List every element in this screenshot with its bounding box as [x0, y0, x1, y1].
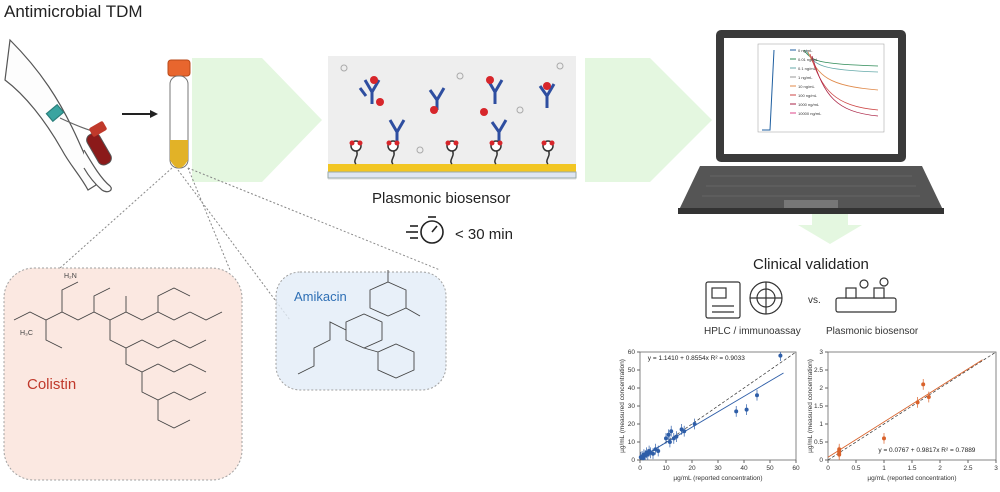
amikacin-panel: [275, 271, 447, 391]
laptop-legend-label: 10000 ng/mL: [798, 111, 822, 116]
x-tick-label: 40: [740, 465, 748, 472]
data-point: [837, 452, 842, 457]
x-tick-label: 20: [688, 465, 696, 472]
time-label: < 30 min: [455, 226, 513, 243]
data-point: [921, 382, 926, 387]
laptop-icon: [678, 30, 944, 214]
data-point: [755, 393, 759, 398]
data-point: [669, 429, 674, 434]
laptop-legend-label: 1 ng/mL: [798, 75, 813, 80]
data-point: [915, 400, 920, 405]
svg-text:H₃C: H₃C: [20, 330, 33, 337]
y-tick-label: 0: [631, 457, 635, 464]
laptop-legend-label: 0.1 ng/mL: [798, 66, 817, 71]
y-tick-label: 20: [628, 421, 636, 428]
y-tick-label: 2.5: [814, 367, 823, 374]
x-axis-label: µg/mL (reported concentration): [867, 475, 956, 482]
y-tick-label: 2: [819, 385, 823, 392]
laptop-legend-label: 10 ng/mL: [798, 84, 815, 89]
data-point: [778, 353, 783, 358]
regression-annotation: y = 0.0767 + 0.9817x R² = 0.7889: [878, 447, 975, 454]
small-particles: [340, 62, 564, 154]
colistin-structure: [13, 281, 223, 429]
x-tick-label: 0: [826, 465, 830, 472]
amikacin-label: Amikacin: [294, 289, 347, 304]
y-tick-label: 60: [628, 349, 636, 356]
data-point: [744, 407, 749, 412]
sample-tube-icon: [167, 59, 191, 169]
data-point: [674, 434, 679, 439]
plasmonic-biosensor-small-label: Plasmonic biosensor: [826, 326, 919, 337]
y-tick-label: 50: [628, 367, 636, 374]
laptop-legend-label: 0 ng/mL: [798, 48, 813, 53]
plasmonic-device-icon: [835, 277, 897, 313]
flow-arrow-2: [585, 58, 712, 182]
x-tick-label: 50: [766, 465, 774, 472]
hplc-instrument-icon: [705, 281, 741, 319]
chart-hplc-comparison: 0 10 20 30 40 50 60 0 10 20 30 40 50 60 y = 1.1410 + 0…: [619, 349, 800, 482]
laptop-legend-label: 0.01 ng/mL: [798, 57, 819, 62]
colistin-label: Colistin: [27, 376, 77, 393]
data-point: [667, 440, 672, 444]
chart-biosensor-comparison: 0 0.5 1 1.5 2 2.5 3 0 0.5 1 1.5 2 2.5 3 y = 0.0767 + 0…: [807, 349, 998, 482]
vs-label: vs.: [808, 295, 821, 306]
analyte-dots: [370, 76, 551, 116]
data-point: [651, 451, 655, 456]
y-tick-label: 1: [819, 421, 823, 428]
fit-line: [827, 359, 983, 458]
amikacin-structure: [297, 270, 421, 379]
svg-text:H₂N: H₂N: [64, 273, 77, 280]
x-tick-label: 2: [938, 465, 942, 472]
x-tick-label: 60: [792, 465, 800, 472]
y-axis-label: µg/mL (measured concentration): [619, 359, 626, 453]
x-tick-label: 1: [882, 465, 886, 472]
colistin-panel: [3, 267, 243, 481]
y-tick-label: 1.5: [814, 403, 823, 410]
y-tick-label: 30: [628, 403, 636, 410]
data-point: [664, 436, 668, 441]
flow-arrow-1: [192, 58, 322, 182]
y-tick-label: 40: [628, 385, 636, 392]
data-point: [926, 395, 931, 399]
page-title: Antimicrobial TDM: [4, 2, 143, 21]
x-tick-label: 0: [638, 465, 642, 472]
data-point: [656, 449, 661, 453]
identity-line: [827, 351, 997, 461]
y-tick-label: 3: [819, 349, 823, 356]
hplc-label: HPLC / immunoassay: [704, 326, 801, 337]
y-axis-label: µg/mL (measured concentration): [807, 359, 814, 453]
y-tick-label: 0.5: [814, 439, 823, 446]
x-tick-label: 30: [714, 465, 722, 472]
y-tick-label: 10: [628, 439, 636, 446]
x-tick-label: 10: [662, 465, 670, 472]
data-point: [682, 429, 687, 434]
arm-icon: [4, 38, 112, 193]
receptor-dots: [349, 140, 555, 146]
y-tick-label: 0: [819, 457, 823, 464]
fit-line: [639, 372, 784, 459]
biosensor-surface: [327, 56, 577, 180]
clinical-validation-title: Clinical validation: [753, 256, 869, 273]
x-tick-label: 1.5: [907, 465, 916, 472]
stopwatch-icon: [406, 216, 444, 244]
x-tick-label: 0.5: [851, 465, 860, 472]
blood-tube-small-icon: [86, 121, 112, 166]
biosensor-label: Plasmonic biosensor: [372, 190, 511, 207]
laptop-legend: 0 ng/mL 0.01 ng/mL 0.1 ng/mL 1 ng/mL 10 ng/m…: [790, 48, 822, 116]
regression-annotation: y = 1.1410 + 0.8554x R² = 0.9033: [648, 355, 745, 362]
x-axis-label: µg/mL (reported concentration): [673, 475, 762, 482]
laptop-legend-label: 1000 ng/mL: [798, 102, 820, 107]
laptop-plot: [757, 43, 885, 133]
x-tick-label: 3: [994, 465, 998, 472]
data-point: [666, 432, 671, 437]
laptop-legend-label: 100 ng/mL: [798, 93, 818, 98]
data-point: [692, 422, 697, 426]
data-point: [882, 436, 886, 441]
data-point: [734, 409, 739, 414]
x-tick-label: 2.5: [963, 465, 972, 472]
immunoassay-analyzer-icon: [749, 281, 783, 315]
